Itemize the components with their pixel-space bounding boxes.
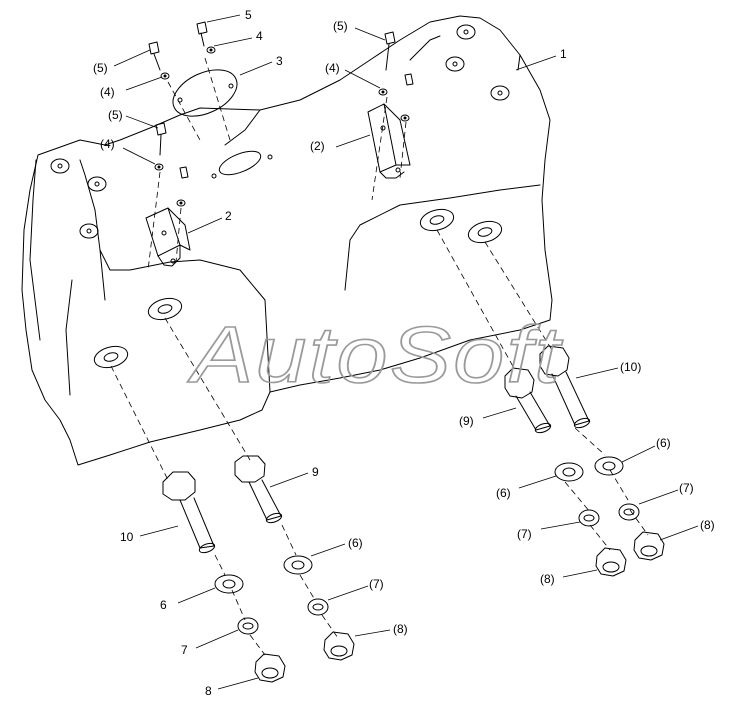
callout-labels: 1 2 (2) 3 4 (4) (4) (4) 5 (5) (5) (5) 6 … — [93, 8, 715, 698]
callout-4-paren-c: (4) — [325, 61, 340, 75]
callout-8-paren-b: (8) — [540, 572, 555, 586]
callout-8-paren-a: (8) — [393, 622, 408, 636]
lockwasher-7-mid — [307, 598, 329, 616]
washer-6-right-b — [594, 456, 624, 476]
callout-8: 8 — [205, 684, 212, 698]
lockwasher-7-right-b — [618, 503, 640, 521]
callout-7-paren-c: (7) — [679, 481, 694, 495]
lockwasher-7-right-a — [578, 509, 600, 527]
callout-10-paren: (10) — [620, 360, 641, 374]
lockwasher-7-left — [237, 617, 259, 635]
callout-2: 2 — [225, 209, 232, 223]
callout-7-paren-b: (7) — [517, 527, 532, 541]
callout-3: 3 — [276, 54, 283, 68]
callout-2-paren: (2) — [310, 139, 325, 153]
screw-top-center — [196, 21, 216, 54]
screw-mid-left — [154, 122, 189, 207]
callout-4: 4 — [256, 29, 263, 43]
callout-4-paren-a: (4) — [100, 85, 115, 99]
bolt-9-right — [504, 367, 552, 434]
nut-8-right-b — [633, 531, 665, 561]
callout-7: 7 — [181, 643, 188, 657]
small-screws — [148, 21, 414, 207]
nut-8-right-a — [595, 547, 627, 577]
callout-6-paren-a: (6) — [348, 536, 363, 550]
callout-9-paren: (9) — [459, 414, 474, 428]
bolt-10-left — [162, 471, 216, 554]
washer-6-mid — [283, 555, 313, 575]
screw-right — [378, 31, 414, 122]
callout-6: 6 — [160, 598, 167, 612]
callout-9: 9 — [312, 465, 319, 479]
washers-and-nuts — [214, 456, 665, 683]
callout-8-paren-c: (8) — [700, 518, 715, 532]
callout-10: 10 — [120, 530, 134, 544]
callout-5-paren-c: (5) — [333, 19, 348, 33]
washer-6-left — [214, 574, 244, 594]
callout-7-paren-a: (7) — [369, 577, 384, 591]
bolt-9-left — [234, 455, 283, 524]
leader-lines — [113, 14, 699, 690]
callout-5-paren-b: (5) — [108, 108, 123, 122]
callout-6-paren-b: (6) — [496, 486, 511, 500]
bracket-plate — [21, 15, 553, 466]
angle-bracket-left — [145, 207, 191, 267]
bolt-10-right — [539, 345, 591, 429]
assembly-lines — [110, 57, 649, 656]
screw-top-left — [148, 41, 170, 80]
callout-6-paren-c: (6) — [656, 436, 671, 450]
callout-1: 1 — [560, 47, 567, 61]
callout-4-paren-b: (4) — [100, 137, 115, 151]
watermark-logo: AutoSoft — [187, 310, 562, 399]
bolts — [162, 345, 591, 554]
nut-8-left — [254, 653, 286, 683]
callout-5-paren-a: (5) — [93, 61, 108, 75]
callout-5: 5 — [245, 8, 252, 22]
nut-8-mid — [323, 631, 355, 661]
washer-6-right-a — [554, 462, 584, 482]
